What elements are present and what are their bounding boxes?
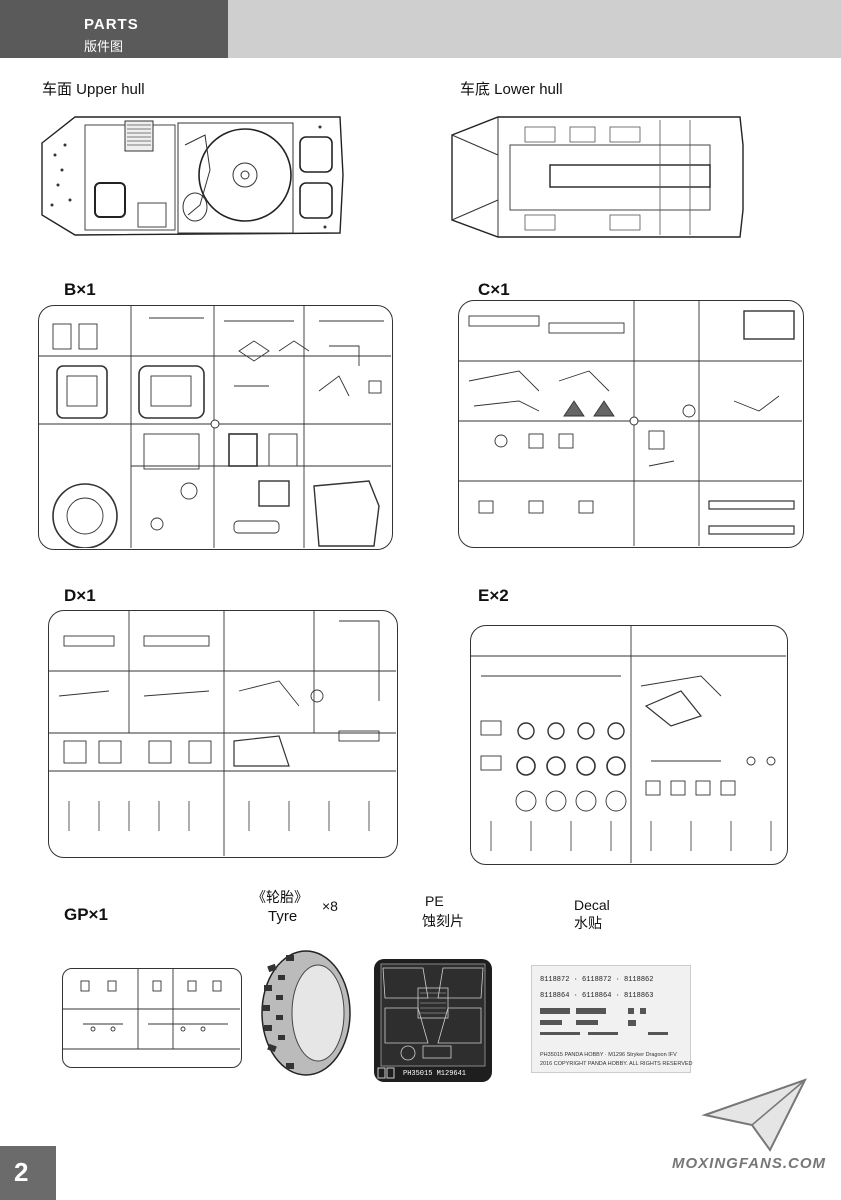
pe-label-en: PE <box>425 893 444 909</box>
paper-plane-logo <box>701 1078 807 1152</box>
upper-hull-drawing <box>41 116 344 236</box>
decal-footer-2: 2016 COPYRIGHT PANDA HOBBY. ALL RIGHTS R… <box>540 1061 693 1067</box>
page-number: 2 <box>14 1157 29 1187</box>
pe-fret-image <box>374 959 492 1082</box>
lower-hull-drawing <box>451 116 744 238</box>
sprue-d-frame <box>48 610 398 858</box>
decal-row-2: 8118864 · 6118864 · 8118863 <box>540 992 654 1000</box>
decal-footer-1: PH35015 PANDA HOBBY · M1296 Stryker Drag… <box>540 1052 677 1058</box>
decal-label-en: Decal <box>574 897 610 913</box>
tyre-label-en: Tyre <box>268 908 298 925</box>
sprue-gp-label: GP×1 <box>64 905 108 924</box>
sprue-e-frame <box>470 625 788 865</box>
sprue-c-label: C×1 <box>478 280 510 299</box>
sprue-c-frame <box>458 300 804 548</box>
sprue-gp-frame <box>62 968 242 1068</box>
decal-markings <box>540 1008 668 1035</box>
sprue-b-label: B×1 <box>64 280 96 299</box>
tyre-image <box>261 950 351 1076</box>
sprue-e-label: E×2 <box>478 586 509 605</box>
decal-row-1: 8118872 · 6118872 · 8118862 <box>540 976 654 984</box>
tyre-quantity: ×8 <box>322 898 338 914</box>
header-tab <box>0 0 228 58</box>
decal-sheet: 8118872 · 6118872 · 8118862 8118864 · 61… <box>531 965 693 1073</box>
upper-hull-label: 车面 Upper hull <box>42 81 145 98</box>
header-title: PARTS <box>84 16 139 33</box>
sprue-d-label: D×1 <box>64 586 96 605</box>
sprue-b-frame <box>38 305 393 550</box>
lower-hull-label: 车底 Lower hull <box>460 81 563 98</box>
pe-fret-code: PH35015 M129641 <box>403 1070 467 1078</box>
tyre-label-cn: 《轮胎》 <box>252 889 308 905</box>
header-subtitle: 版件图 <box>84 39 124 54</box>
decal-label-cn: 水贴 <box>574 915 602 931</box>
watermark-text: MOXINGFANS.COM <box>672 1155 827 1172</box>
pe-label-cn: 蚀刻片 <box>422 913 464 929</box>
page-number-box <box>0 1146 56 1200</box>
